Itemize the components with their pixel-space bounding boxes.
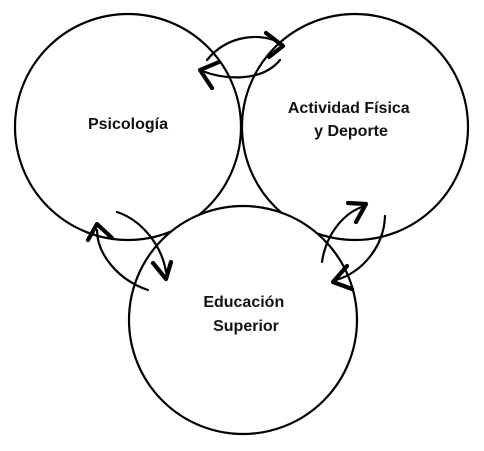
actividad-fisica-label: Actividad Física y Deporte: [288, 100, 414, 140]
actividad-fisica-label-line-2: y Deporte: [314, 123, 388, 140]
arrowhead-right-up: [345, 200, 369, 225]
arc-right-upper: [320, 204, 367, 264]
arrowhead-right-down: [330, 263, 355, 292]
educacion-superior-label-line-2: Superior: [213, 318, 279, 335]
cycle-arrow-left: [85, 210, 174, 292]
educacion-superior-label-line-1: Educación: [203, 294, 284, 311]
arc-left-right: [115, 210, 168, 274]
arrowhead-top-right: [263, 30, 286, 60]
arc-right-lower: [334, 214, 387, 282]
psicologia-label: Psicología: [88, 116, 168, 133]
arc-left-left: [95, 228, 150, 292]
arrowhead-left-down: [150, 259, 174, 282]
educacion-superior-circle: [127, 204, 359, 436]
psicologia-label-line-1: Psicología: [88, 116, 168, 133]
educacion-superior-label: Educación Superior: [203, 294, 288, 335]
actividad-fisica-circle: [240, 12, 470, 242]
cycle-arrow-right: [320, 200, 387, 292]
arc-top-lower: [200, 58, 282, 79]
arrowhead-left-up: [85, 221, 115, 243]
cycle-arrow-top: [197, 30, 286, 91]
arrowhead-top-left: [197, 59, 222, 91]
actividad-fisica-label-line-1: Actividad Física: [288, 100, 410, 117]
